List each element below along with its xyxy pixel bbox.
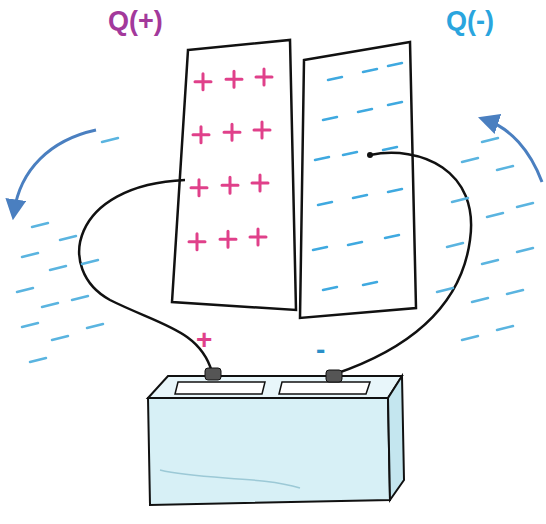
field-dash (22, 323, 38, 327)
minus-charge (348, 242, 362, 245)
plus-charge (250, 229, 266, 245)
field-arrow (486, 120, 542, 182)
charge-label: Q(-) (446, 8, 494, 35)
plus-charge (193, 127, 209, 143)
minus-charge (383, 147, 397, 150)
plus-charge (189, 234, 205, 250)
positive-charges (189, 69, 272, 250)
minus-charge (323, 117, 337, 120)
plus-charge (195, 74, 211, 90)
field-dash (517, 248, 533, 252)
minus-charge (318, 202, 332, 205)
minus-charge (363, 282, 377, 285)
field-dash (497, 166, 513, 170)
plus-charge (252, 175, 268, 191)
battery-shine (160, 470, 300, 488)
minus-charge (388, 189, 402, 192)
terminal-sign: + (196, 326, 212, 354)
field-dash (52, 336, 68, 340)
field-dash (30, 358, 46, 362)
minus-charge (353, 195, 367, 198)
field-dash (32, 223, 48, 227)
battery-cap (279, 382, 370, 394)
wire (79, 180, 212, 372)
plus-charge (226, 71, 242, 87)
field-arrow (14, 130, 96, 212)
plus-charge (220, 231, 236, 247)
negative-plate (300, 42, 416, 318)
field-dash (102, 138, 118, 142)
plus-charge (222, 177, 238, 193)
plus-charge (191, 180, 207, 196)
field-dash (517, 203, 533, 207)
negative-charges (313, 63, 402, 290)
field-dash (507, 290, 523, 294)
minus-charge (358, 109, 372, 112)
field-dash (472, 298, 488, 302)
wire (335, 153, 471, 374)
minus-charge (388, 102, 402, 105)
battery-side (388, 376, 404, 500)
terminal-sign: - (316, 336, 325, 364)
plus-charge (224, 124, 240, 140)
field-dashes (17, 138, 533, 362)
charge-label: Q(+) (108, 8, 163, 35)
plus-charge (256, 69, 272, 85)
field-dash (497, 326, 513, 330)
positive-plate (172, 40, 296, 310)
field-dash (452, 198, 468, 202)
plus-charge (254, 122, 270, 138)
field-dash (87, 324, 103, 328)
battery-top (148, 376, 402, 398)
positive-terminal (205, 368, 221, 380)
field-dash (462, 158, 478, 162)
minus-charge (363, 69, 377, 72)
minus-charge (343, 152, 357, 155)
minus-charge (385, 235, 399, 238)
field-dash (462, 336, 478, 340)
minus-charge (323, 287, 337, 290)
field-dash (50, 266, 66, 270)
battery-body (148, 398, 390, 505)
battery-cap (175, 382, 265, 394)
field-dash (60, 236, 76, 240)
negative-terminal (326, 370, 342, 382)
field-dash (482, 138, 498, 142)
field-dash (72, 296, 88, 300)
field-dash (22, 253, 38, 257)
field-dash (447, 243, 463, 247)
field-dash (437, 288, 453, 292)
minus-charge (313, 247, 327, 250)
wire-joint (367, 152, 373, 158)
minus-charge (388, 63, 402, 66)
field-dash (82, 260, 98, 264)
field-dash (482, 260, 498, 264)
minus-charge (328, 77, 342, 80)
field-dash (17, 288, 33, 292)
field-dash (487, 213, 503, 217)
minus-charge (315, 157, 329, 160)
field-dash (42, 303, 58, 307)
